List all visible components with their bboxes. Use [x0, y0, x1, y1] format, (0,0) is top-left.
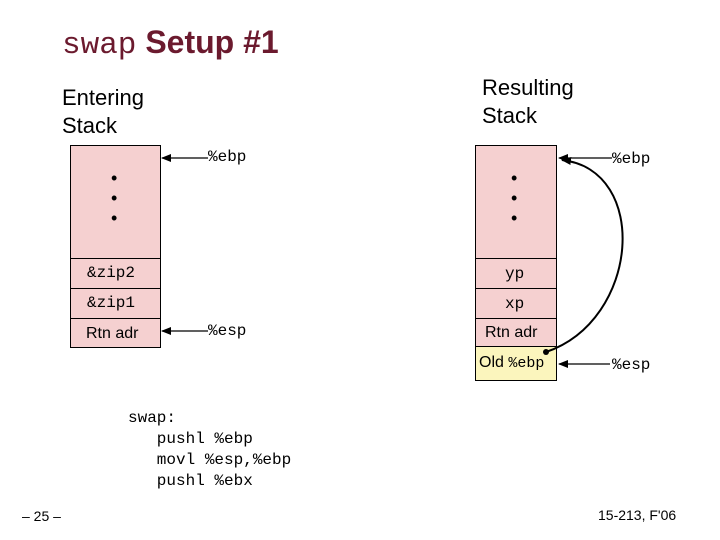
resulting-esp-label: %esp [612, 356, 651, 374]
stack-row-divider [71, 288, 160, 289]
page-number: – 25 – [22, 508, 61, 524]
stack-row-divider [476, 318, 556, 319]
stack-row-divider [71, 318, 160, 319]
dot: • [511, 208, 518, 228]
dot: • [511, 188, 518, 208]
stack-cell-yp: yp [505, 265, 525, 283]
code-line: movl %esp,%ebp [128, 451, 292, 469]
stack-cell-return-address: Rtn adr [86, 325, 139, 342]
resulting-stack-heading: Resulting Stack [482, 74, 574, 130]
resulting-stack-dots: • • • [511, 168, 517, 228]
entering-stack-dots: • • • [111, 168, 117, 228]
entering-heading-line1: Entering [62, 85, 144, 110]
slide-title: swap Setup #1 [62, 24, 279, 63]
dot: • [111, 168, 118, 188]
dot: • [511, 168, 518, 188]
resulting-stack: • • • yp xp Rtn adr [475, 145, 557, 348]
old-ebp-register: %ebp [508, 355, 545, 372]
saved-ebp-link-origin [543, 349, 549, 355]
entering-ebp-label: %ebp [208, 148, 247, 166]
code-line: swap: [128, 409, 177, 427]
stack-row-divider [71, 258, 160, 259]
stack-cell-zip1: &zip1 [87, 294, 136, 312]
title-text: Setup #1 [145, 24, 279, 60]
entering-heading-line2: Stack [62, 113, 118, 138]
stack-cell-return-address: Rtn adr [485, 324, 538, 341]
assembly-code: swap: pushl %ebp movl %esp,%ebp pushl %e… [128, 408, 291, 492]
stack-cell-zip2: &zip2 [87, 264, 136, 282]
entering-esp-label: %esp [208, 322, 247, 340]
resulting-heading-line1: Resulting [482, 75, 574, 100]
stack-row-divider [476, 258, 556, 259]
old-ebp-text: Old %ebp [479, 354, 544, 372]
old-ebp-prefix: Old [479, 354, 504, 371]
dot: • [111, 188, 118, 208]
entering-stack-heading: Entering Stack [62, 84, 144, 140]
resulting-ebp-label: %ebp [612, 150, 651, 168]
code-line: pushl %ebp [128, 430, 253, 448]
course-label: 15-213, F'06 [598, 507, 677, 523]
stack-row-divider [476, 288, 556, 289]
title-code: swap [62, 28, 137, 63]
old-ebp-cell: Old %ebp [475, 346, 557, 381]
resulting-heading-line2: Stack [482, 103, 538, 128]
dot: • [111, 208, 118, 228]
code-line: pushl %ebx [128, 472, 253, 490]
entering-stack: • • • &zip2 &zip1 Rtn adr [70, 145, 161, 348]
saved-ebp-link-arrow [545, 157, 624, 353]
stack-cell-xp: xp [505, 295, 525, 313]
